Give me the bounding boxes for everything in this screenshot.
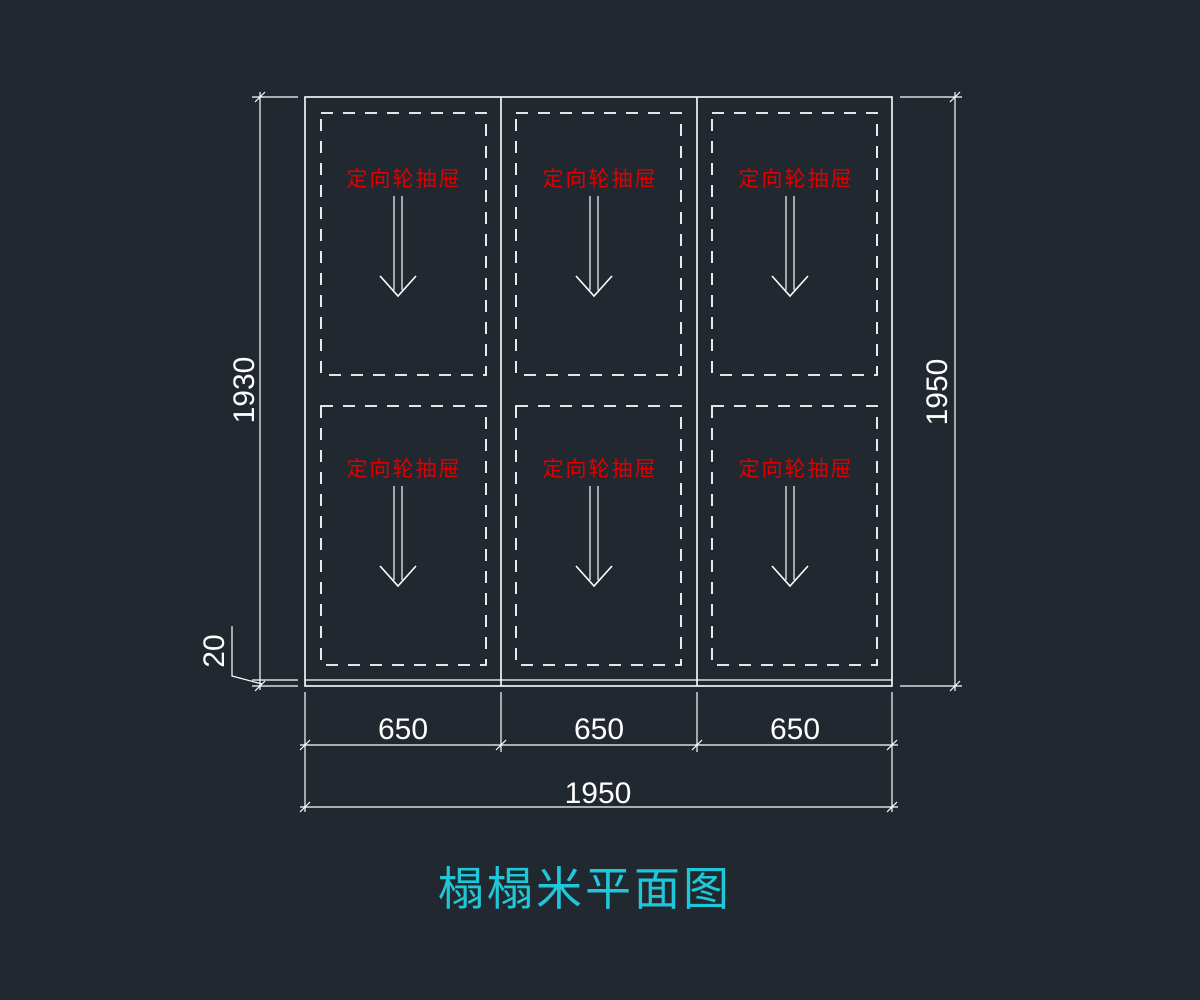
- bottom-total-dimension: 1950: [299, 777, 898, 813]
- drawer-label: 定向轮抽屉: [739, 167, 854, 191]
- drawer-label: 定向轮抽屉: [739, 457, 854, 481]
- base-gap-label: 20: [198, 634, 231, 667]
- right-height-label: 1950: [921, 359, 954, 426]
- bottom-segment-dimensions: 650 650 650: [299, 692, 898, 812]
- drawer-outline: [320, 405, 487, 666]
- drawer-outline: [711, 112, 878, 376]
- drawer-outlines: [320, 112, 878, 666]
- total-width-label: 1950: [565, 777, 632, 810]
- down-arrow-icon: [379, 486, 417, 588]
- drawer-label: 定向轮抽屉: [543, 457, 658, 481]
- down-arrow-icon: [575, 196, 613, 298]
- down-arrow-icon: [379, 196, 417, 298]
- drawer-outline: [320, 112, 487, 376]
- drawer-label: 定向轮抽屉: [347, 457, 462, 481]
- left-dimension: 1930: [228, 91, 298, 692]
- down-arrow-icon: [575, 486, 613, 588]
- right-dimension: 1950: [900, 91, 962, 692]
- page-title: 榻榻米平面图: [438, 862, 732, 916]
- segment-width-label: 650: [770, 713, 820, 746]
- drawer-label: 定向轮抽屉: [347, 167, 462, 191]
- drawer-outline: [515, 112, 682, 376]
- direction-arrows: [379, 196, 809, 588]
- drawer-outline: [515, 405, 682, 666]
- drawer-labels: 定向轮抽屉 定向轮抽屉 定向轮抽屉 定向轮抽屉 定向轮抽屉 定向轮抽屉: [347, 167, 854, 481]
- drawer-label: 定向轮抽屉: [543, 167, 658, 191]
- down-arrow-icon: [771, 486, 809, 588]
- drawer-outline: [711, 405, 878, 666]
- outer-frame: [304, 96, 893, 687]
- segment-width-label: 650: [574, 713, 624, 746]
- down-arrow-icon: [771, 196, 809, 298]
- segment-width-label: 650: [378, 713, 428, 746]
- left-height-label: 1930: [228, 357, 261, 424]
- base-gap-dimension: 20: [198, 626, 263, 685]
